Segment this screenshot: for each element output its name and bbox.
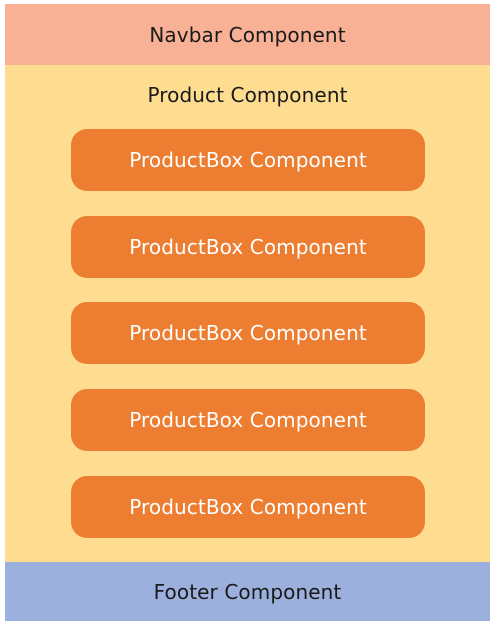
productbox-component-3: ProductBox Component xyxy=(71,302,425,364)
navbar-component-block: Navbar Component xyxy=(5,4,490,65)
productbox-label: ProductBox Component xyxy=(129,235,367,259)
productbox-label: ProductBox Component xyxy=(129,408,367,432)
productbox-component-1: ProductBox Component xyxy=(71,129,425,191)
footer-component-block: Footer Component xyxy=(5,562,490,621)
productbox-label: ProductBox Component xyxy=(129,321,367,345)
productbox-component-2: ProductBox Component xyxy=(71,216,425,278)
productbox-label: ProductBox Component xyxy=(129,148,367,172)
product-component-label: Product Component xyxy=(147,83,348,107)
navbar-component-label: Navbar Component xyxy=(149,22,346,47)
productbox-label: ProductBox Component xyxy=(129,495,367,519)
productbox-component-4: ProductBox Component xyxy=(71,389,425,451)
product-component-block: Product Component ProductBox Component P… xyxy=(5,65,490,562)
footer-component-label: Footer Component xyxy=(153,579,342,604)
productbox-component-5: ProductBox Component xyxy=(71,476,425,538)
